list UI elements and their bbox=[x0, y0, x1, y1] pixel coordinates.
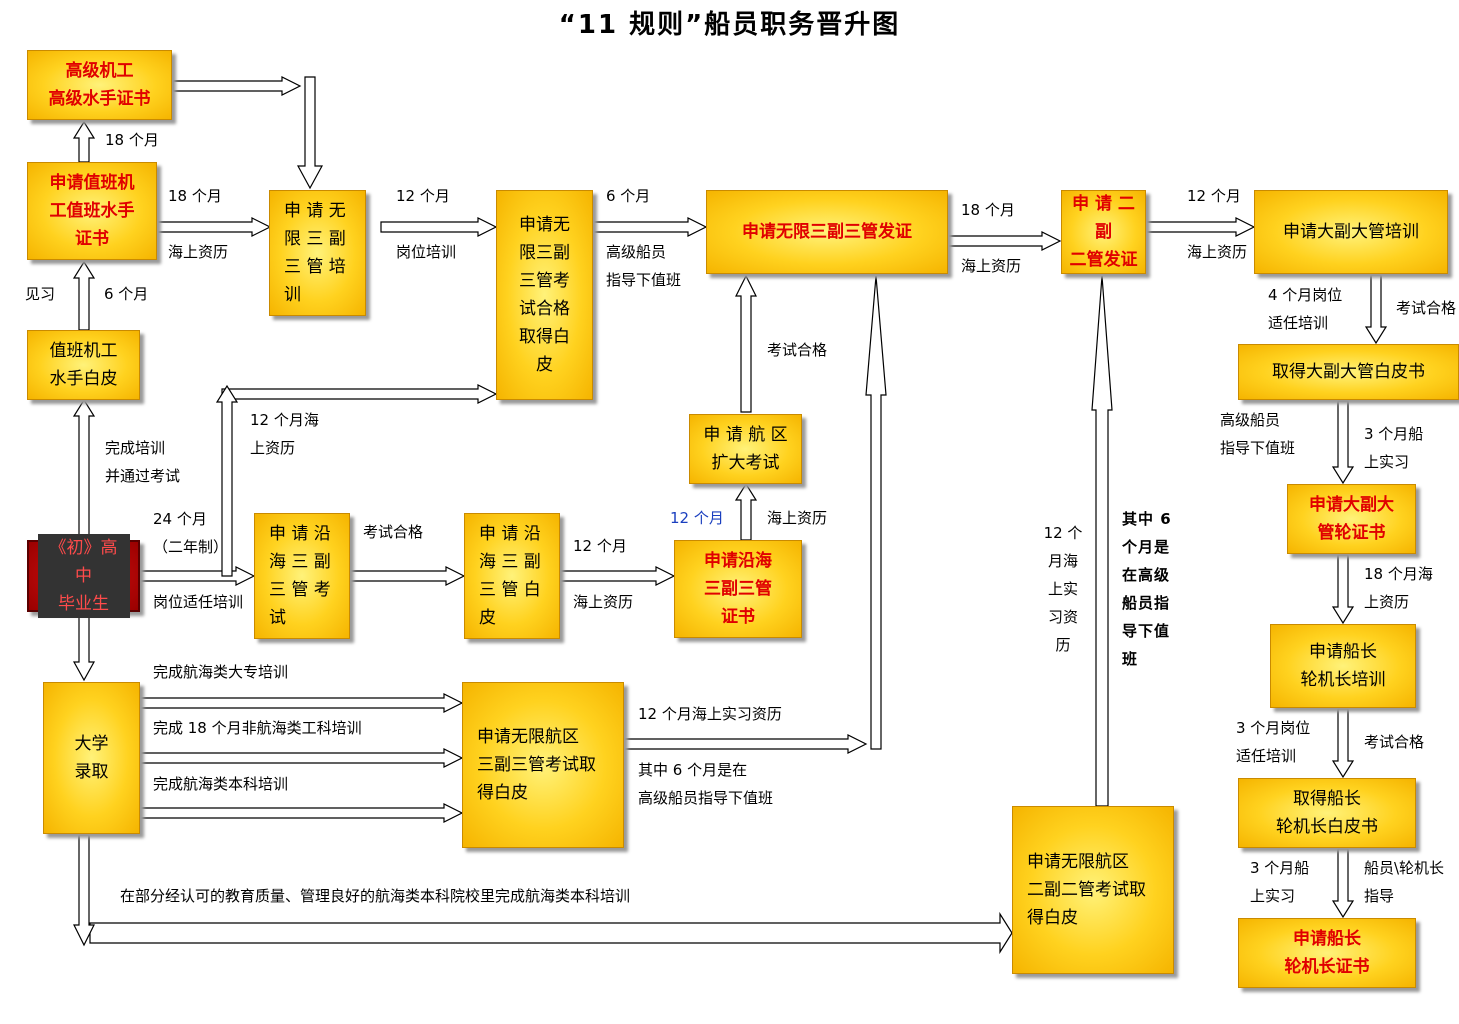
box-univ-unlimited-third-exam: 申请无限航区 三副三管考试取 得白皮 bbox=[462, 682, 624, 848]
box-unlimited-third-training: 申 请 无 限 三 副 三 管 培 训 bbox=[269, 190, 366, 316]
box-watch-whitebook: 值班机工 水手白皮 bbox=[27, 330, 140, 400]
arrow-coastal-exam-to-white bbox=[349, 566, 466, 586]
label-18-months-b: 18 个月 bbox=[961, 201, 1015, 219]
arrow-area-to-cert bbox=[735, 274, 757, 413]
arrow-training-to-exam bbox=[380, 217, 498, 237]
box-apply-watch-certificate: 申请值班机 工值班水手 证书 bbox=[27, 162, 157, 260]
box-university-admission: 大学 录取 bbox=[43, 682, 140, 834]
arrow-univ-to-exam-1 bbox=[139, 693, 464, 713]
box-captain-certificate: 申请船长 轮机长证书 bbox=[1238, 918, 1416, 988]
box-unlimited-third-certificate: 申请无限三副三管发证 bbox=[706, 190, 948, 274]
label-12-months-vertical: 12 个 月海 上实 习资 历 bbox=[1043, 524, 1083, 654]
label-three-months-ship-r: 3 个月船 上实习 bbox=[1364, 425, 1424, 471]
box-area-expansion-exam: 申 请 航 区 扩大考试 bbox=[689, 414, 802, 484]
arrow-second-to-chief bbox=[1145, 217, 1256, 237]
label-post-fit-training: 岗位适任培训 bbox=[153, 593, 244, 611]
arrow-coastal-white-to-cert bbox=[559, 566, 676, 586]
arrow-watch-to-training bbox=[156, 217, 272, 237]
arrow-cert-to-second bbox=[947, 231, 1062, 251]
label-senior-guidance: 高级船员 指导下值班 bbox=[606, 243, 682, 289]
box-chief-officer-whitebook: 取得大副大管白皮书 bbox=[1238, 344, 1459, 400]
arrow-coastal-to-area bbox=[734, 482, 758, 541]
box-chief-officer-certificate: 申请大副大 管轮证书 bbox=[1287, 484, 1416, 554]
label-senior-guidance-r: 高级船员 指导下值班 bbox=[1220, 411, 1296, 457]
label-sea-experience-b: 海上资历 bbox=[961, 257, 1022, 275]
arrow-univ-to-exam-2 bbox=[139, 748, 464, 768]
box-high-school-graduate: 《初》高中 毕业生 bbox=[27, 534, 140, 618]
label-18-months-top: 18 个月 bbox=[105, 131, 159, 149]
label-12-months-b: 12 个月 bbox=[1187, 187, 1241, 205]
arrow-long-to-cert bbox=[865, 275, 887, 750]
box-senior-certificate: 高级机工 高级水手证书 bbox=[27, 50, 172, 120]
label-exam-pass-coastal: 考试合格 bbox=[363, 523, 424, 541]
arrow-chief-white-to-cert bbox=[1331, 400, 1355, 485]
label-post-training: 岗位培训 bbox=[396, 243, 457, 261]
label-12-months-a: 12 个月 bbox=[396, 187, 450, 205]
label-sea-experience-d: 海上资历 bbox=[573, 593, 634, 611]
label-12-months-blue: 12 个月 bbox=[670, 509, 724, 527]
arrow-watch-to-senior bbox=[72, 120, 96, 163]
arrow-white-to-watch bbox=[72, 260, 96, 331]
box-second-officer-certificate: 申 请 二 副 二管发证 bbox=[1061, 190, 1146, 274]
grad-label: 《初》高中 毕业生 bbox=[37, 534, 130, 618]
box-unlimited-third-exam: 申请无 限三副 三管考 试合格 取得白 皮 bbox=[496, 190, 593, 400]
label-24-months: 24 个月 （二年制） bbox=[153, 510, 229, 556]
arrow-second-exam-to-second bbox=[1091, 275, 1113, 807]
box-captain-training: 申请船长 轮机长培训 bbox=[1270, 624, 1416, 708]
label-6-months-univ: 其中 6 个月是在 高级船员指导下值班 bbox=[638, 761, 774, 807]
label-four-month-training: 4 个月岗位 适任培训 bbox=[1268, 286, 1343, 332]
label-sea-experience-c: 海上资历 bbox=[1187, 243, 1248, 261]
label-three-month-ship-r2: 3 个月船 上实习 bbox=[1250, 859, 1310, 905]
arrow-univ-to-bottom bbox=[73, 834, 95, 947]
arrow-captain-white-to-cert bbox=[1331, 848, 1355, 919]
box-coastal-third-certificate: 申请沿海 三副三管 证书 bbox=[674, 540, 802, 638]
label-18-months-a: 18 个月 bbox=[168, 187, 222, 205]
label-captain-guidance: 船员\轮机长 指导 bbox=[1364, 859, 1445, 905]
arrow-grad-to-univ bbox=[72, 611, 96, 682]
label-6-months-b: 6 个月 bbox=[606, 187, 651, 205]
arrow-bottom-long bbox=[89, 911, 1013, 955]
label-6-months-vertical: 其中 6 个月是 在高级 船员指 导下值 班 bbox=[1122, 510, 1172, 668]
page-title: “11 规则”船员职务晋升图 bbox=[558, 10, 901, 40]
arrow-chief-train-to-white bbox=[1364, 274, 1388, 345]
arrow-univ-to-exam-3 bbox=[139, 803, 464, 823]
label-univ-line-2: 完成 18 个月非航海类工科培训 bbox=[153, 719, 362, 737]
label-sea-experience-a: 海上资历 bbox=[168, 243, 229, 261]
label-univ-line-3: 完成航海类本科培训 bbox=[153, 775, 289, 793]
box-coastal-third-whitebook: 申 请 沿 海 三 副 三 管 白 皮 bbox=[464, 513, 560, 639]
label-univ-line-1: 完成航海类大专培训 bbox=[153, 663, 289, 681]
label-18-months-sea-r: 18 个月海 上资历 bbox=[1364, 565, 1433, 611]
box-coastal-third-exam: 申 请 沿 海 三 副 三 管 考 试 bbox=[254, 513, 350, 639]
label-12-months-sea-left: 12 个月海 上资历 bbox=[250, 411, 319, 457]
arrow-captain-train-to-white bbox=[1331, 708, 1355, 779]
arrow-senior-to-training bbox=[172, 76, 302, 96]
box-second-officer-exam: 申请无限航区 二副二管考试取 得白皮 bbox=[1012, 806, 1174, 974]
arrow-grad-to-coastal-exam bbox=[139, 566, 256, 586]
box-chief-officer-training: 申请大副大管培训 bbox=[1254, 190, 1448, 274]
label-12-months-sea-univ: 12 个月海上实习资历 bbox=[638, 705, 782, 723]
label-bottom-note: 在部分经认可的教育质量、管理良好的航海类本科院校里完成航海类本科培训 bbox=[120, 887, 631, 905]
arrow-exam-to-cert bbox=[592, 217, 708, 237]
label-finish-training: 完成培训 并通过考试 bbox=[105, 439, 181, 485]
label-6-months-a: 6 个月 bbox=[104, 285, 149, 303]
label-sea-experience-e: 海上资历 bbox=[767, 509, 828, 527]
arrow-chief-cert-to-captain-train bbox=[1331, 554, 1355, 625]
label-exam-pass-r2: 考试合格 bbox=[1364, 733, 1425, 751]
arrow-grad-to-white bbox=[72, 398, 96, 541]
arrow-branch-to-exam bbox=[221, 384, 498, 404]
arrow-branch-up bbox=[215, 384, 239, 577]
arrow-univ-exam-to-long bbox=[623, 734, 868, 754]
label-three-month-post-r: 3 个月岗位 适任培训 bbox=[1236, 719, 1311, 765]
label-exam-pass-mid: 考试合格 bbox=[767, 341, 828, 359]
box-captain-whitebook: 取得船长 轮机长白皮书 bbox=[1238, 778, 1416, 848]
label-exam-pass-r1: 考试合格 bbox=[1396, 299, 1457, 317]
label-probation: 见习 bbox=[25, 285, 56, 303]
label-12-months-c: 12 个月 bbox=[573, 537, 627, 555]
arrow-down-to-training bbox=[296, 76, 324, 190]
